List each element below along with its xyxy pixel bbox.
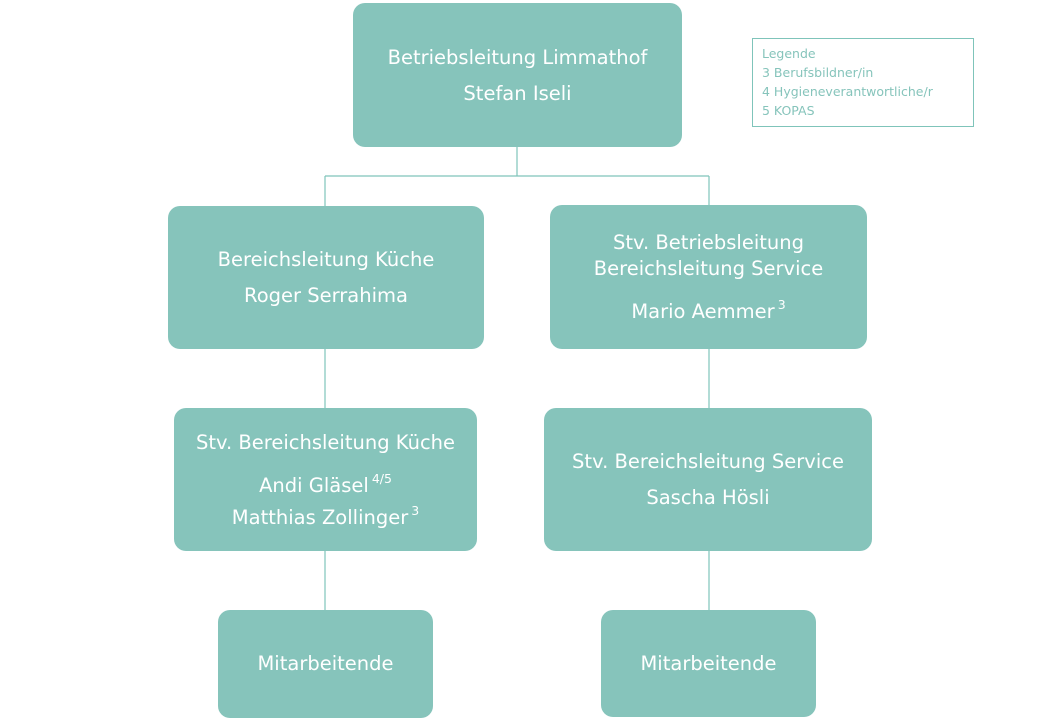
legend-marker-superscript: 3 <box>411 502 420 518</box>
node-betriebsleitung: Betriebsleitung Limmathof Stefan Iseli <box>353 3 682 147</box>
node-title: Stv. Bereichsleitung Service <box>572 450 844 473</box>
legend-item: 3 Berufsbildner/in <box>762 65 874 80</box>
legend-item: 4 Hygieneverantwortliche/r <box>762 84 933 99</box>
legend-marker-superscript: 3 <box>777 297 786 312</box>
person-name: Mario Aemmer <box>631 300 775 323</box>
legend-marker-superscript: 4/5 <box>371 470 392 486</box>
person-name: Andi Gläsel <box>259 473 369 497</box>
node-title: Mitarbeitende <box>257 652 394 675</box>
node-title-line2: Bereichsleitung Service <box>593 257 824 280</box>
legend-title: Legende <box>762 46 816 61</box>
node-bereichsleitung-kueche: Bereichsleitung Küche Roger Serrahima <box>168 206 484 349</box>
node-title-line1: Stv. Betriebsleitung <box>612 231 804 254</box>
node-person: Sascha Hösli <box>646 486 770 509</box>
node-title: Bereichsleitung Küche <box>217 248 435 271</box>
legend-item: 5 KOPAS <box>762 103 815 118</box>
node-title: Stv. Bereichsleitung Küche <box>195 430 456 454</box>
node-title: Mitarbeitende <box>640 651 777 675</box>
node-mitarbeitende-kueche: Mitarbeitende <box>218 610 433 718</box>
node-person: Stefan Iseli <box>463 81 572 105</box>
node-title: Betriebsleitung Limmathof <box>387 45 648 69</box>
node-stv-bereichsleitung-service: Stv. Bereichsleitung Service Sascha Hösl… <box>544 408 872 551</box>
person-name: Matthias Zollinger <box>231 505 409 529</box>
node-bereichsleitung-service: Stv. Betriebsleitung Bereichsleitung Ser… <box>550 205 867 349</box>
legend-box: Legende 3 Berufsbildner/in 4 Hygienevera… <box>752 38 974 127</box>
node-person: Roger Serrahima <box>244 284 408 307</box>
node-mitarbeitende-service: Mitarbeitende <box>601 610 816 717</box>
